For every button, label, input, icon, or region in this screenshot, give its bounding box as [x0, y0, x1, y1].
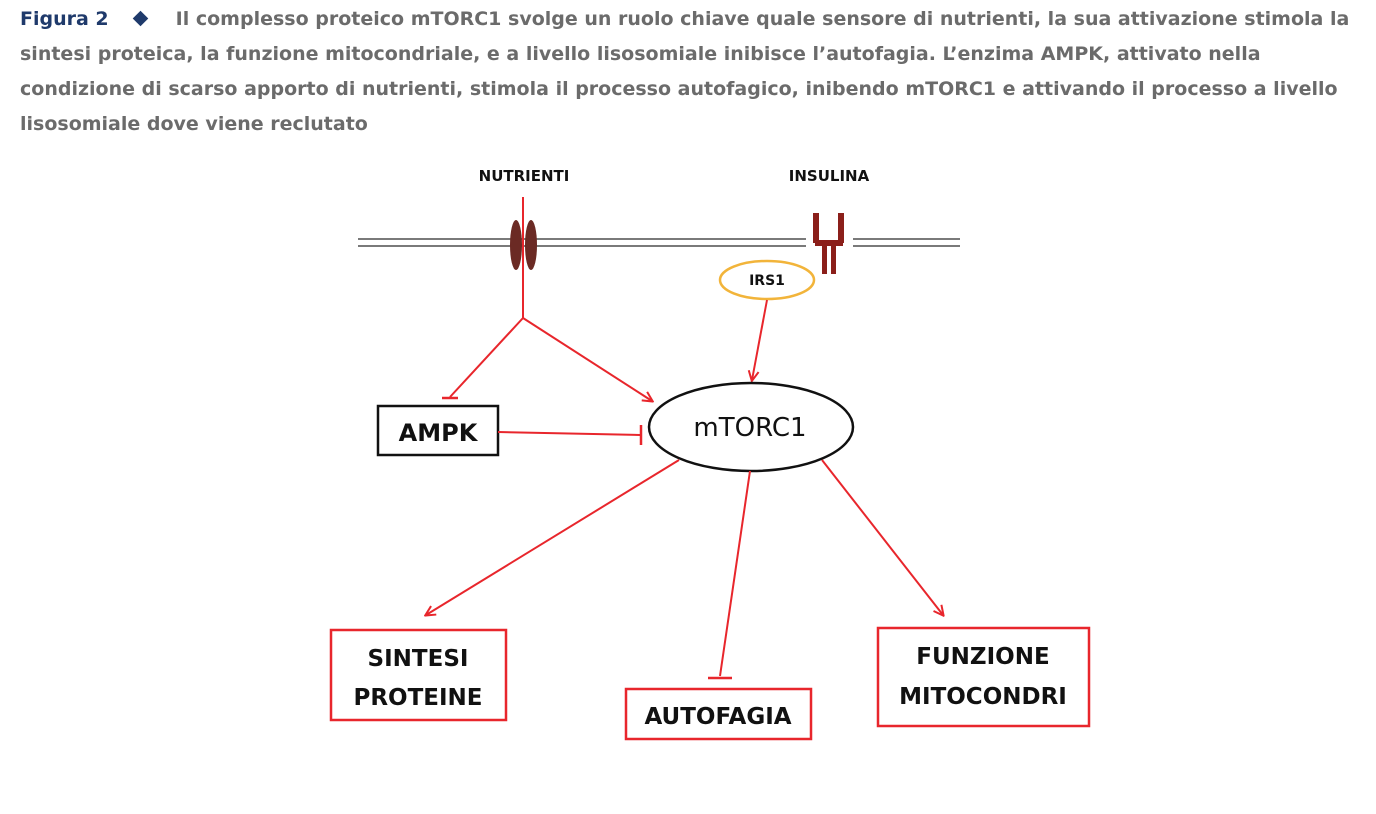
irs1-node — [718, 259, 816, 301]
nutrients-activate-mtorc1-arrow — [522, 317, 652, 401]
irs1-label: IRS1 — [749, 273, 785, 289]
caption-text: Il complesso proteico mTORC1 svolge un r… — [20, 8, 1350, 135]
mtorc1-to-mitochondria-arrow — [821, 459, 943, 615]
insulin-receptor-icon — [813, 213, 844, 274]
ampk-label: AMPK — [399, 419, 479, 447]
autophagy-box — [624, 687, 813, 741]
mtorc1-inhibit-autophagy-line — [719, 470, 751, 677]
nutrients-inhibit-ampk-line — [449, 317, 524, 398]
mitochondrial-function-box — [876, 626, 1091, 728]
ampk-inhibit-mtorc1-line — [497, 431, 641, 436]
mtorc1-label: mTORC1 — [693, 413, 806, 443]
mtorc1-to-protein-synthesis-arrow — [426, 459, 680, 615]
figure-label: Figura 2 — [20, 8, 109, 30]
nutrients-label: NUTRIENTI — [479, 167, 570, 185]
protein-synthesis-line2: PROTEINE — [353, 685, 482, 711]
mitochondrial-function-line2: MITOCONDRI — [899, 684, 1067, 710]
mtorc1-node — [647, 381, 855, 473]
protein-synthesis-box — [329, 628, 508, 722]
cell-membrane — [358, 238, 960, 247]
ampk-box — [376, 404, 500, 457]
insulin-label: INSULINA — [789, 167, 870, 185]
autophagy-label: AUTOFAGIA — [644, 704, 791, 730]
protein-synthesis-line1: SINTESI — [368, 646, 469, 672]
mitochondrial-function-line1: FUNZIONE — [916, 644, 1049, 670]
nutrient-transporter-icon — [510, 220, 537, 270]
irs1-activate-mtorc1-arrow — [752, 299, 768, 380]
